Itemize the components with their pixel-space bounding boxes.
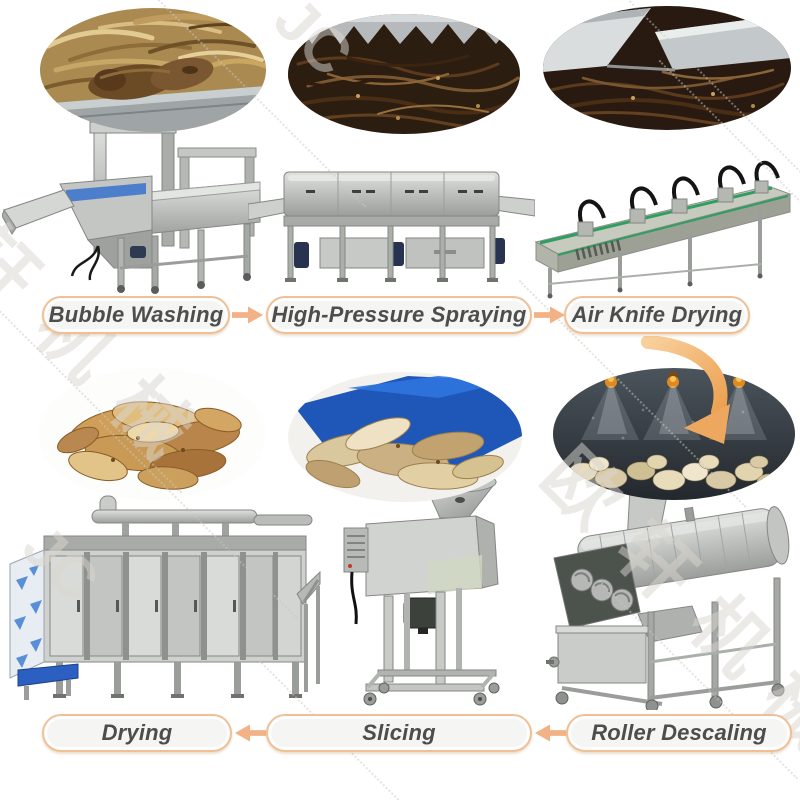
photo-roller-descaling-interior	[553, 368, 795, 500]
photo-bubble-washing-material	[40, 8, 266, 132]
photo-air-knife-material	[543, 6, 791, 130]
photo-spraying-material	[288, 14, 520, 134]
label-drying-text: Drying	[101, 720, 173, 745]
label-slicing: Slicing	[266, 714, 532, 752]
machine-bubble-washer	[2, 118, 264, 296]
machine-drying-oven	[4, 494, 322, 706]
label-roller-descaling: Roller Descaling	[566, 714, 792, 752]
machine-slicer	[308, 466, 513, 711]
arrow-left-icon	[534, 723, 566, 743]
label-slicing-text: Slicing	[362, 720, 436, 745]
label-roller-descaling-text: Roller Descaling	[591, 720, 767, 745]
arrow-right-icon	[534, 305, 566, 325]
machine-air-knife-conveyor	[528, 138, 800, 300]
label-air-knife-drying: Air Knife Drying	[564, 296, 750, 334]
label-bubble-washing-text: Bubble Washing	[48, 302, 224, 327]
label-air-knife-drying-text: Air Knife Drying	[571, 302, 743, 327]
label-drying: Drying	[42, 714, 232, 752]
arrow-right-icon	[232, 305, 264, 325]
photo-fresh-slices	[288, 372, 522, 502]
curved-arrow-icon	[640, 335, 744, 444]
arrow-left-icon	[234, 723, 266, 743]
machine-spray-tunnel	[248, 146, 535, 294]
label-bubble-washing: Bubble Washing	[42, 296, 230, 334]
label-high-pressure-spraying-text: High-Pressure Spraying	[271, 302, 527, 327]
photo-dried-slices	[38, 368, 266, 500]
label-high-pressure-spraying: High-Pressure Spraying	[266, 296, 532, 334]
